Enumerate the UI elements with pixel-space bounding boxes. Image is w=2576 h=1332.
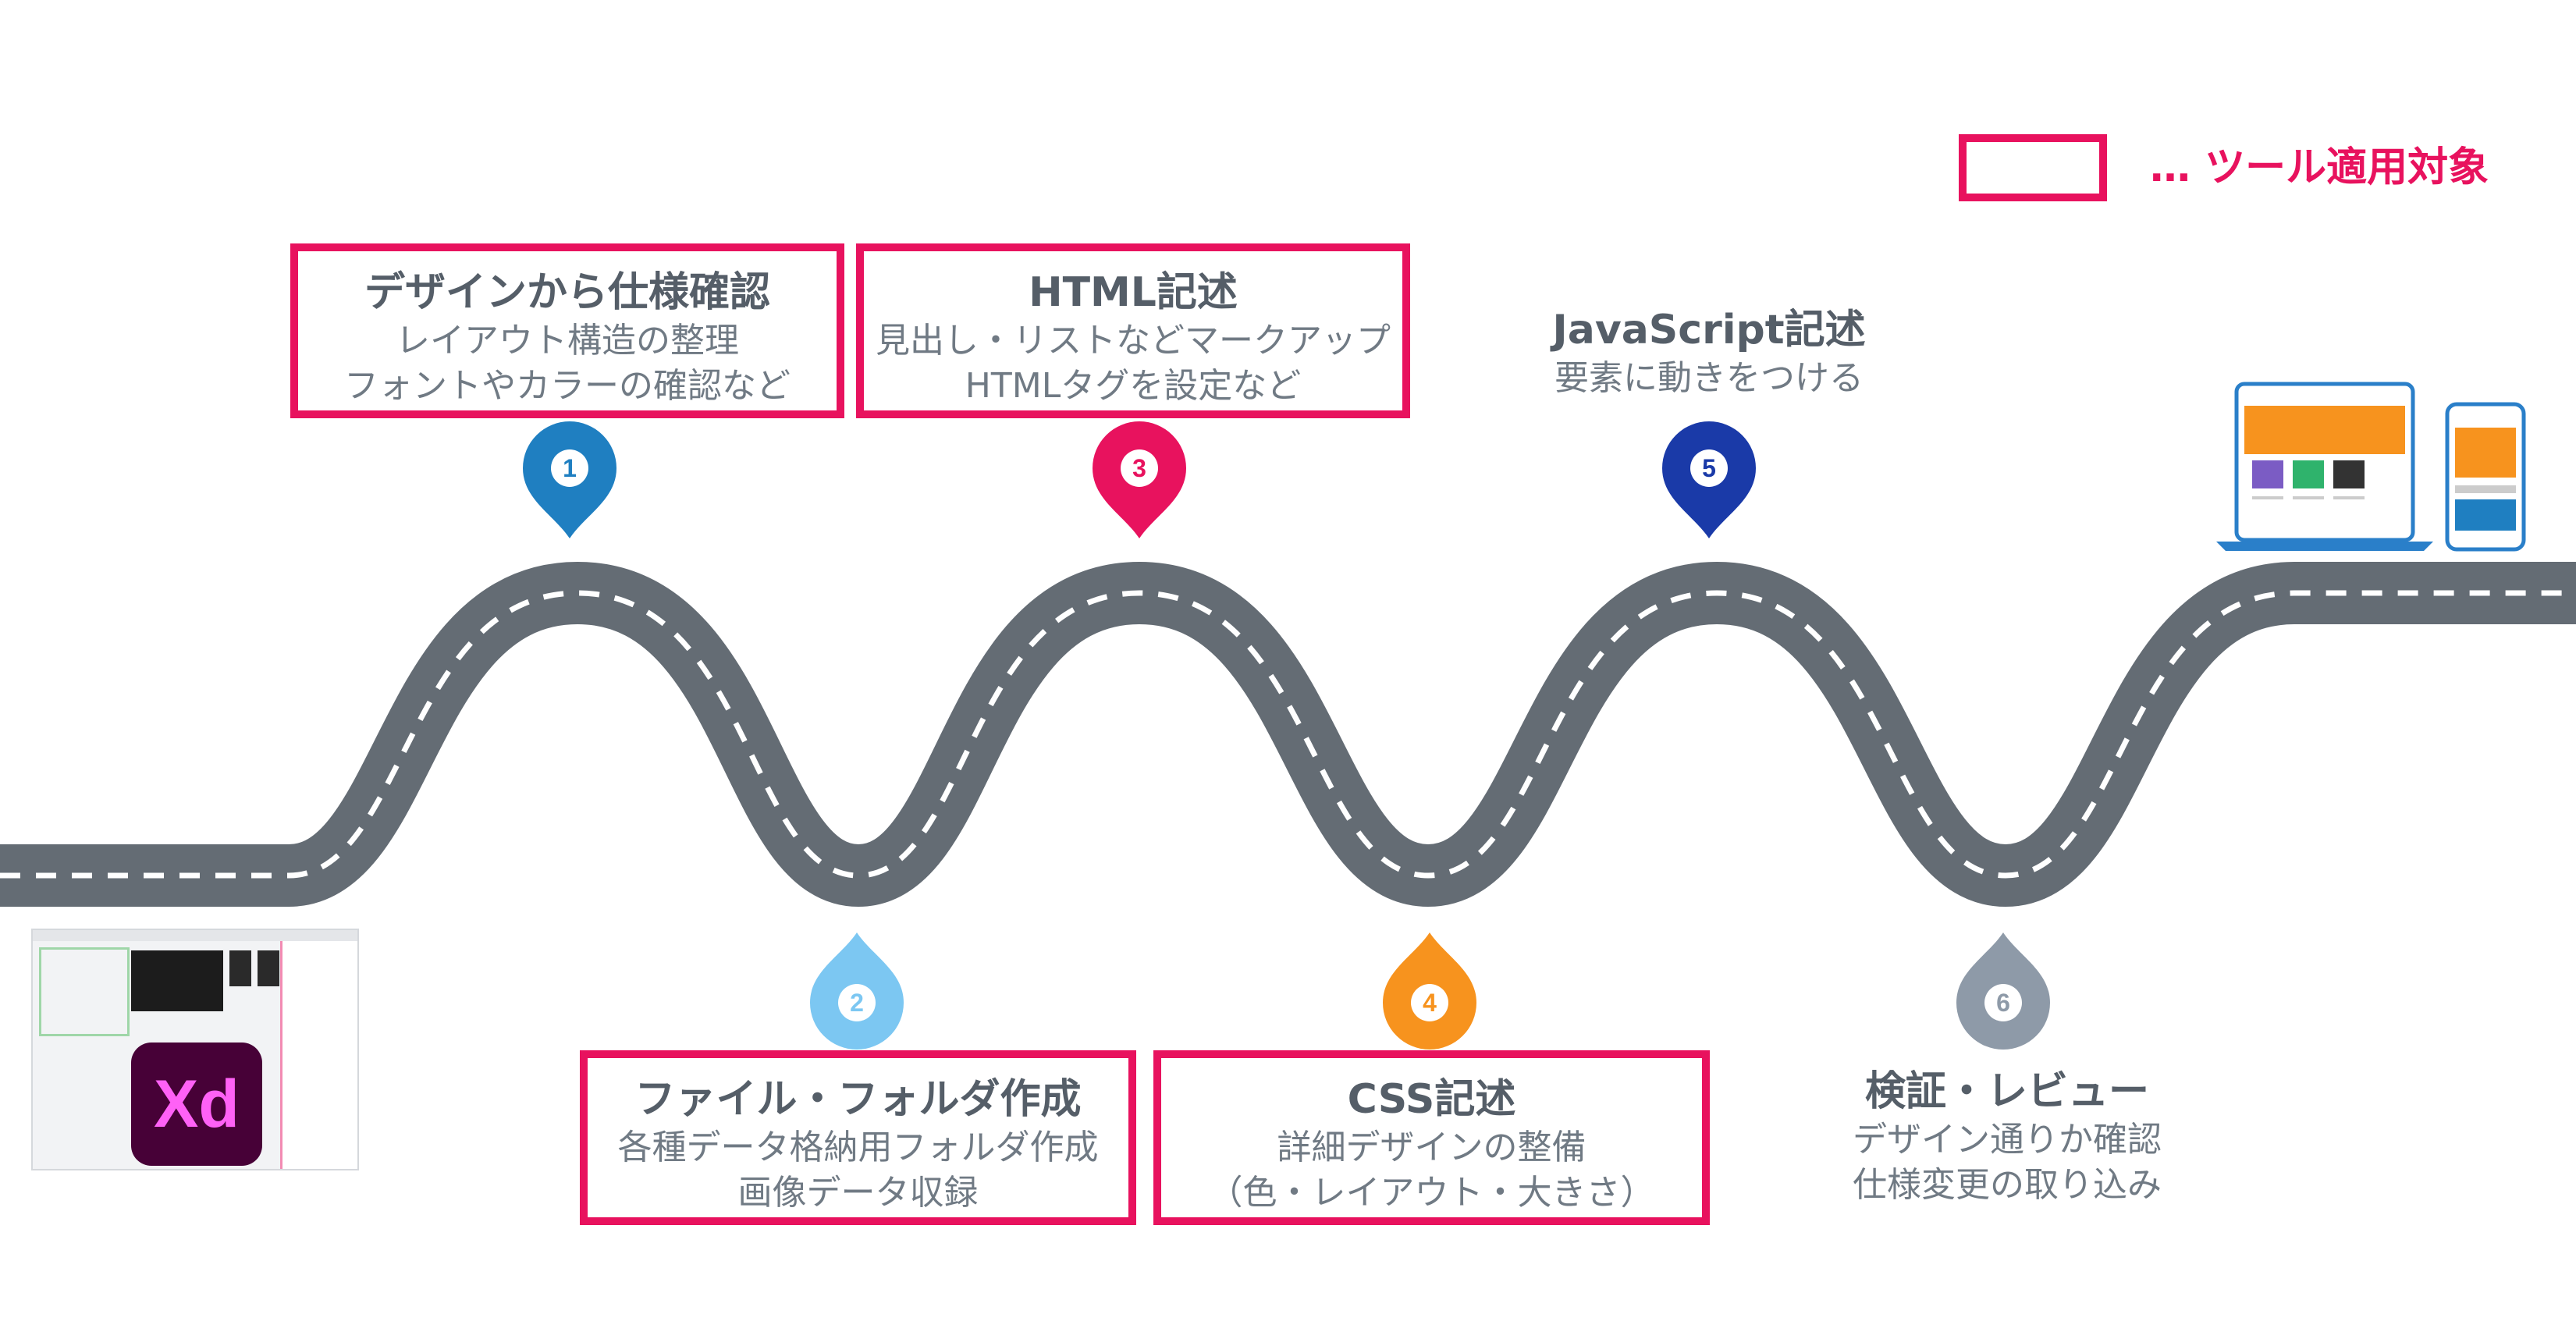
step-5-pin: 5 [1662,421,1756,538]
step-3-box: HTML記述 見出し・リストなどマークアップ HTMLタグを設定など [856,243,1410,418]
step-3-pin: 3 [1093,421,1186,538]
step-2-pin: 2 [810,932,904,1050]
step-6-title: 検証・レビュー [1765,1066,2249,1117]
step-4-number: 4 [1423,989,1437,1017]
step-5-title: JavaScript記述 [1475,304,1943,356]
step-6-subtitle-2: 仕様変更の取り込み [1765,1163,2249,1208]
legend-label: … ツール適用対象 [2150,143,2489,193]
step-4-pin: 4 [1383,932,1476,1050]
step-1-subtitle-2: フォントやカラーの確認など [298,364,837,409]
step-1-subtitle-1: レイアウト構造の整理 [298,318,837,364]
step-2-subtitle-2: 画像データ収録 [588,1170,1128,1216]
step-3-title: HTML記述 [864,267,1402,318]
step-6-subtitle-1: デザイン通りか確認 [1765,1117,2249,1163]
step-1-pin: 1 [523,421,616,538]
step-4-subtitle-1: 詳細デザインの整備 [1161,1125,1702,1170]
step-3-number: 3 [1132,454,1146,482]
step-5-text: JavaScript記述 要素に動きをつける [1475,304,1943,401]
step-6-text: 検証・レビュー デザイン通りか確認 仕様変更の取り込み [1765,1066,2249,1208]
step-2-title: ファイル・フォルダ作成 [588,1074,1128,1125]
step-5-number: 5 [1702,454,1716,482]
step-1-number: 1 [563,454,577,482]
step-1-title: デザインから仕様確認 [298,267,837,318]
legend-swatch [1959,134,2107,201]
step-4-title: CSS記述 [1161,1074,1702,1125]
step-4-subtitle-2: （色・レイアウト・大きさ） [1161,1170,1702,1216]
step-2-box: ファイル・フォルダ作成 各種データ格納用フォルダ作成 画像データ収録 [580,1050,1136,1225]
step-6-pin: 6 [1956,932,2050,1050]
road-surface [0,593,2576,876]
adobe-xd-logo: Xd [131,1043,262,1166]
step-6-number: 6 [1996,989,2010,1017]
step-3-subtitle-2: HTMLタグを設定など [864,364,1402,409]
step-5-subtitle-1: 要素に動きをつける [1475,356,1943,401]
step-2-number: 2 [850,989,864,1017]
step-4-box: CSS記述 詳細デザインの整備 （色・レイアウト・大きさ） [1153,1050,1710,1225]
device-mockup [2216,384,2524,551]
step-3-subtitle-1: 見出し・リストなどマークアップ [864,318,1402,364]
step-1-box: デザインから仕様確認 レイアウト構造の整理 フォントやカラーの確認など [290,243,844,418]
step-2-subtitle-1: 各種データ格納用フォルダ作成 [588,1125,1128,1170]
